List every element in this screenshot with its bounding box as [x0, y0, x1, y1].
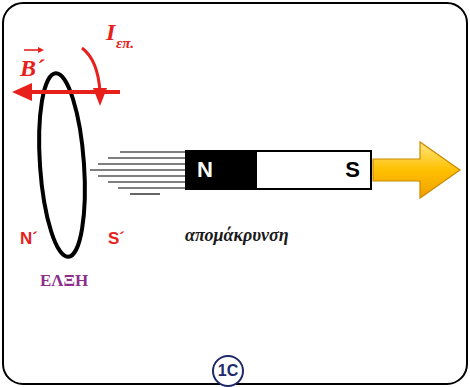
current-arrow — [82, 48, 100, 92]
field-arrowhead — [12, 83, 32, 101]
pole-label: S´ — [108, 230, 125, 247]
coil-ring — [34, 72, 91, 259]
frame — [3, 3, 467, 384]
motion-arrow — [373, 142, 460, 198]
current-subscript: επ. — [116, 36, 134, 51]
figure-number: 1C — [212, 355, 244, 387]
field-label: B´ — [20, 56, 44, 80]
magnet-north: N — [185, 150, 257, 190]
field-lines — [90, 152, 185, 194]
vector-mark — [24, 49, 40, 51]
field-arrow — [30, 90, 120, 94]
pole-label: N´ — [20, 230, 38, 247]
motion-label: απομάκρυνση — [185, 226, 289, 244]
vector-mark-head — [38, 47, 44, 53]
current-label: I — [106, 20, 115, 44]
current-arrowhead — [93, 88, 107, 106]
effect-label: ΕΛΞΗ — [40, 272, 88, 289]
node-text: S — [345, 157, 360, 183]
magnet-south: S — [255, 150, 372, 190]
node-text: 1C — [218, 362, 238, 380]
node-text: N — [197, 157, 213, 183]
